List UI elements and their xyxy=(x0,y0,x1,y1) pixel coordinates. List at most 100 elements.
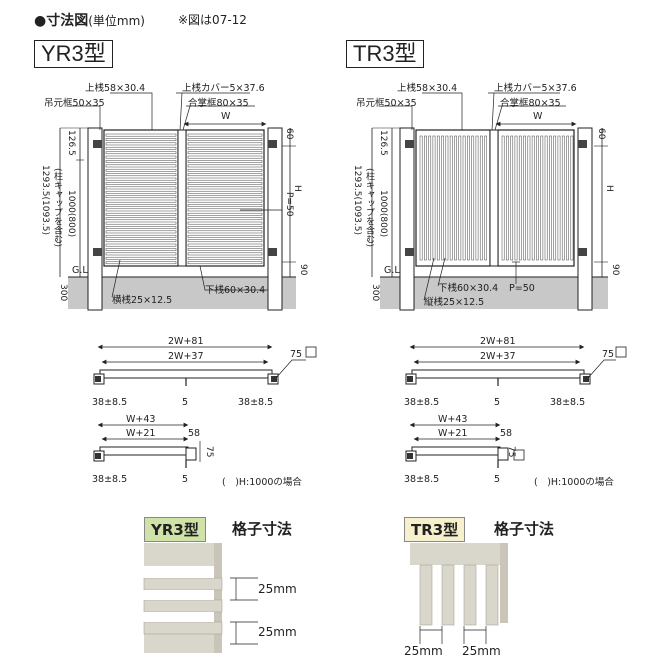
yr3-slat xyxy=(105,190,177,194)
yr3-slat xyxy=(105,160,177,163)
yr3-slat xyxy=(105,133,177,137)
yr3-slat xyxy=(187,212,263,216)
tr3-ground xyxy=(380,277,608,309)
tr3-bar xyxy=(527,135,531,261)
tr3-bar xyxy=(467,135,470,261)
tr3-dim-90: 90 xyxy=(610,264,620,276)
tr3-dim-60: 60 xyxy=(596,128,606,140)
yr3-slat xyxy=(187,230,263,234)
yr3-slat xyxy=(187,199,263,203)
yr3-slat xyxy=(105,261,177,265)
tr3-vertical-bars xyxy=(419,135,574,261)
yr3-slat xyxy=(105,212,177,216)
tr3-bar xyxy=(445,135,449,261)
yr3-slat xyxy=(187,221,263,225)
tr3-p50: P=50 xyxy=(509,283,535,294)
yr3-slat xyxy=(187,234,263,238)
yr3-slat xyxy=(105,204,177,207)
yr3-elevation xyxy=(59,92,296,311)
yr3-slat xyxy=(187,243,263,247)
tr3-left-leaf xyxy=(415,129,491,267)
yr3-slat xyxy=(187,160,263,163)
yr3-slat xyxy=(105,164,177,168)
yr3-plan-footnote: ( )H:1000の場合 xyxy=(222,477,302,488)
tr3-plan-single xyxy=(405,422,525,468)
tr3-elevation xyxy=(371,92,608,311)
yr3-slat xyxy=(105,256,177,260)
yr3-slat xyxy=(105,239,177,243)
tr3-hinge-frame-label: 吊元框50×35 xyxy=(356,98,417,109)
tr3-bar xyxy=(432,135,436,261)
yr3-plan-double xyxy=(93,344,317,386)
tr3-bar xyxy=(454,135,457,261)
yr3-slat xyxy=(187,186,263,190)
yr3-slat xyxy=(187,261,263,265)
tr3-bar xyxy=(441,135,444,261)
tr3-bar xyxy=(501,135,505,261)
yr3-hinge-frame-label: 吊元框50×35 xyxy=(44,98,105,109)
yr3-slat xyxy=(105,177,177,181)
yr3-slat xyxy=(105,248,177,251)
yr3-plan-single-75: 75 xyxy=(204,446,214,458)
yr3-slat xyxy=(187,177,263,181)
tr3-bar xyxy=(424,135,427,261)
tr3-bar xyxy=(510,135,514,261)
yr3-grid-badge: YR3型 xyxy=(144,517,206,542)
yr3-slat xyxy=(105,252,177,256)
yr3-horizontal-bar-label: 横桟25×12.5 xyxy=(112,295,173,306)
tr3-plan-double xyxy=(405,344,627,386)
tr3-bar xyxy=(475,135,479,261)
yr3-slat xyxy=(105,151,177,155)
yr3-slat xyxy=(105,226,177,229)
yr3-type-badge: YR3型 xyxy=(34,40,113,68)
yr3-slat xyxy=(187,190,263,194)
tr3-vertical-bar-label: 縦桟25×12.5 xyxy=(424,297,485,308)
yr3-top-rail-label: 上桟58×30.4 xyxy=(85,83,146,94)
yr3-slat xyxy=(105,208,177,212)
yr3-plan-single-left: 38±8.5 xyxy=(92,474,128,485)
tr3-dim-126: 126.5 xyxy=(378,130,388,156)
tr3-bar xyxy=(570,135,574,261)
tr3-bar xyxy=(531,135,535,261)
yr3-slat xyxy=(105,168,177,172)
tr3-bar xyxy=(540,135,544,261)
tr3-dim-300: 300 xyxy=(370,284,380,302)
yr3-slat xyxy=(187,164,263,168)
tr3-meeting-frame-label: 合掌框80×35 xyxy=(500,98,561,109)
yr3-grid-detail xyxy=(143,543,258,653)
tr3-plan-single-inner: W+21 xyxy=(438,428,468,439)
tr3-grid-title: 格子寸法 xyxy=(494,520,555,538)
yr3-plan-center: 5 xyxy=(182,397,189,408)
tr3-plan-double-outer: 2W+81 xyxy=(480,336,516,347)
yr3-slat xyxy=(105,195,177,199)
tr3-bar xyxy=(419,135,423,261)
yr3-plan-right-offset: 38±8.5 xyxy=(238,397,274,408)
yr3-plan-58: 58 xyxy=(188,428,201,439)
unit-text: (単位mm) xyxy=(88,14,145,28)
tr3-plan-single-center: 5 xyxy=(494,474,501,485)
tr3-bar xyxy=(518,135,522,261)
yr3-slat xyxy=(187,252,263,256)
yr3-slat xyxy=(105,186,177,190)
yr3-gl-label: G.L xyxy=(72,265,88,276)
yr3-dim-total: 1293.5(1093.5) xyxy=(40,165,50,236)
tr3-bottom-rail-label: 下桟60×30.4 xyxy=(438,283,499,294)
page-title: ●寸法図(単位mm) xyxy=(34,10,145,30)
yr3-slat xyxy=(105,182,177,185)
tr3-bar xyxy=(566,135,569,261)
tr3-bar xyxy=(471,135,475,261)
yr3-slat xyxy=(187,146,263,150)
yr3-slat xyxy=(105,142,177,146)
tr3-plan-single-75: 75 xyxy=(506,446,516,458)
tr3-bar xyxy=(484,135,487,261)
yr3-slat xyxy=(187,155,263,159)
yr3-slat xyxy=(187,256,263,260)
yr3-dim-total-note: (柱キャップを含む) xyxy=(52,168,62,248)
tr3-plan-double-inner: 2W+37 xyxy=(480,351,516,362)
tr3-plan-footnote: ( )H:1000の場合 xyxy=(534,477,614,488)
title-text: ●寸法図 xyxy=(34,13,89,29)
tr3-dim-total-note: (柱キャップを含む) xyxy=(364,168,374,248)
yr3-slat xyxy=(187,173,263,177)
yr3-meeting-frame-label: 合掌框80×35 xyxy=(188,98,249,109)
yr3-height-label: H xyxy=(292,185,302,192)
